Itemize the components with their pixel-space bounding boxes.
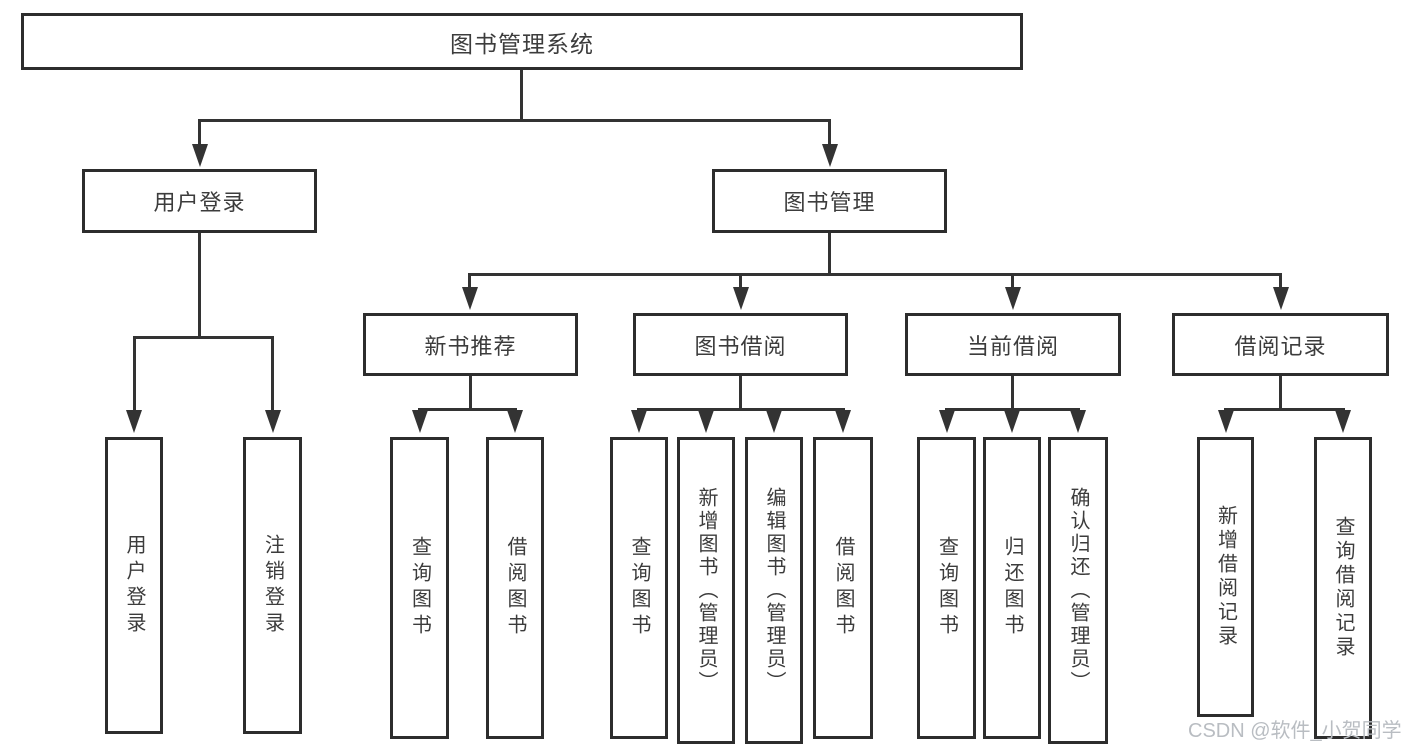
node-book-borrow-label: 图书借阅	[694, 333, 787, 359]
leaf-query-books-2: 查询图书	[610, 437, 668, 739]
connector-group-bar	[945, 408, 1080, 411]
connector-group-bar	[637, 408, 845, 411]
leaf-logout-label: 注销登录	[261, 533, 284, 638]
leaf-add-borrow-record: 新增借阅记录	[1197, 437, 1254, 717]
node-current-borrow-label: 当前借阅	[966, 333, 1059, 359]
leaf-logout: 注销登录	[243, 437, 302, 734]
connector-arrow-leaf	[766, 410, 782, 433]
connector-arrow-level3	[462, 287, 478, 310]
connector-arrow-level3	[733, 287, 749, 310]
node-book-borrow: 图书借阅	[633, 313, 848, 376]
leaf-borrow-books-2: 借阅图书	[813, 437, 873, 739]
connector-arrow-leaf	[1335, 410, 1351, 433]
connector-arrow-leaf	[126, 410, 142, 433]
leaf-edit-book-admin: 编辑图书（管理员）	[745, 437, 803, 744]
node-new-book-recommend-label: 新书推荐	[424, 333, 517, 359]
connector-arrow-leaf	[507, 410, 523, 433]
connector-group-bar	[418, 408, 517, 411]
connector-level3-stem	[739, 273, 742, 287]
node-current-borrow: 当前借阅	[905, 313, 1121, 376]
connector-user-login-bar	[133, 336, 274, 339]
connector-level3-stem	[468, 273, 471, 287]
leaf-user-login-label: 用户登录	[123, 533, 145, 638]
connector-arrow-leaf	[631, 410, 647, 433]
node-root-label: 图书管理系统	[450, 30, 594, 57]
connector-level3-stem	[1279, 273, 1282, 287]
leaf-query-borrow-record: 查询借阅记录	[1314, 437, 1372, 739]
connector-arrow-level3	[1273, 287, 1289, 310]
connector-arrow-book-mgmt	[822, 144, 838, 167]
connector-level3-bar	[468, 273, 1282, 276]
connector-group-stem	[1011, 376, 1014, 411]
connector-leaf-stem	[133, 336, 136, 410]
leaf-edit-book-admin-label: 编辑图书（管理员）	[763, 487, 785, 694]
connector-leaf-stem	[271, 336, 274, 410]
node-user-login-label: 用户登录	[153, 190, 246, 215]
leaf-confirm-return-admin: 确认归还（管理员）	[1048, 437, 1108, 744]
leaf-add-book-admin-label: 新增图书（管理员）	[695, 487, 717, 694]
leaf-borrow-books-1-label: 借阅图书	[504, 536, 526, 640]
leaf-add-borrow-record-label: 新增借阅记录	[1214, 505, 1237, 649]
connector-root-stem	[520, 70, 523, 119]
connector-book-mgmt-stem	[828, 119, 831, 145]
leaf-confirm-return-admin-label: 确认归还（管理员）	[1067, 487, 1089, 694]
leaf-query-books-3-label: 查询图书	[935, 536, 958, 640]
leaf-query-books-2-label: 查询图书	[628, 536, 650, 640]
connector-user-login-stem	[198, 119, 201, 145]
csdn-watermark: CSDN @软件_小贺同学	[1188, 720, 1402, 742]
node-new-book-recommend: 新书推荐	[363, 313, 578, 376]
connector-group-stem	[1279, 376, 1282, 411]
leaf-borrow-books-2-label: 借阅图书	[832, 536, 854, 640]
connector-group-stem	[739, 376, 742, 411]
connector-user-login-down	[198, 233, 201, 339]
leaf-borrow-books-1: 借阅图书	[486, 437, 544, 739]
leaf-query-borrow-record-label: 查询借阅记录	[1332, 516, 1354, 660]
node-borrow-records-label: 借阅记录	[1234, 333, 1327, 359]
connector-arrow-user-login	[192, 144, 208, 167]
connector-level3-stem	[1011, 273, 1014, 287]
node-root: 图书管理系统	[21, 13, 1023, 70]
node-book-management-label: 图书管理	[783, 190, 876, 215]
connector-level2-bar	[198, 119, 831, 122]
connector-arrow-level3	[1005, 287, 1021, 310]
leaf-query-books-1-label: 查询图书	[408, 536, 431, 640]
connector-group-stem	[469, 376, 472, 411]
connector-arrow-leaf	[1004, 410, 1020, 433]
leaf-query-books-1: 查询图书	[390, 437, 449, 739]
leaf-query-books-3: 查询图书	[917, 437, 976, 739]
node-borrow-records: 借阅记录	[1172, 313, 1389, 376]
connector-group-bar	[1224, 408, 1345, 411]
connector-book-mgmt-down	[828, 233, 831, 276]
node-book-management: 图书管理	[712, 169, 947, 233]
connector-arrow-leaf	[835, 410, 851, 433]
connector-arrow-leaf	[1218, 410, 1234, 433]
connector-arrow-leaf	[412, 410, 428, 433]
leaf-add-book-admin: 新增图书（管理员）	[677, 437, 735, 744]
connector-arrow-leaf	[939, 410, 955, 433]
leaf-return-book: 归还图书	[983, 437, 1041, 739]
leaf-user-login: 用户登录	[105, 437, 163, 734]
node-user-login: 用户登录	[82, 169, 317, 233]
connector-arrow-leaf	[265, 410, 281, 433]
connector-arrow-leaf	[1070, 410, 1086, 433]
leaf-return-book-label: 归还图书	[1001, 536, 1023, 640]
connector-arrow-leaf	[698, 410, 714, 433]
